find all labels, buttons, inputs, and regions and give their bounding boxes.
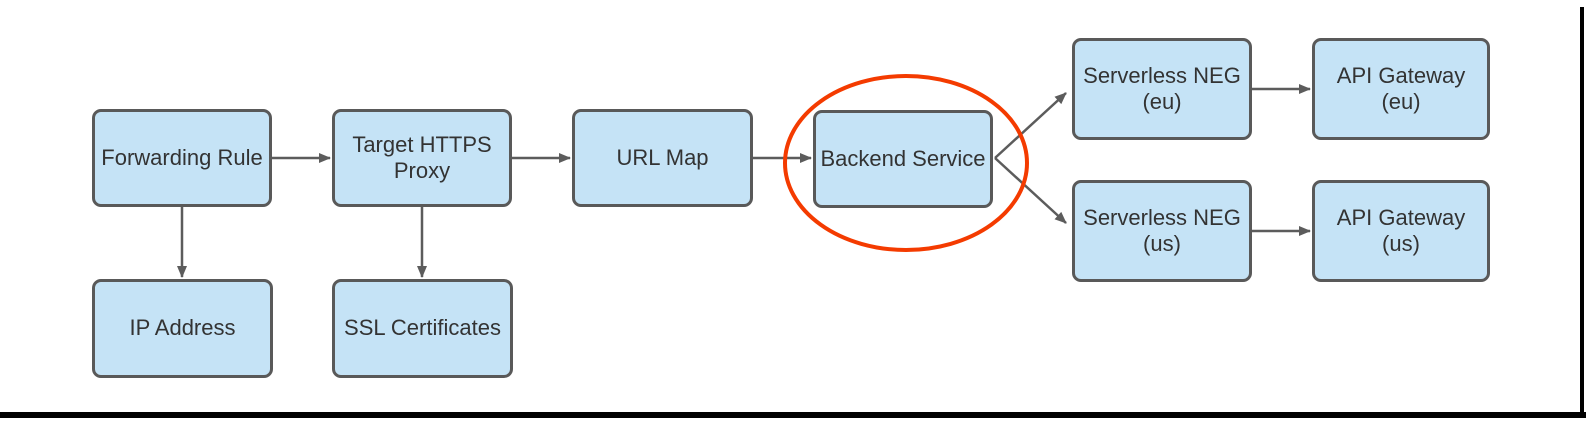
- node-ssl-certificates: SSL Certificates: [332, 279, 513, 378]
- arrow-backend-service-to-serverless-neg-us: [994, 157, 1067, 224]
- node-target-https-proxy: Target HTTPS Proxy: [332, 109, 512, 207]
- arrow-backend-service-to-serverless-neg-eu: [994, 92, 1067, 159]
- node-url-map: URL Map: [572, 109, 753, 207]
- node-serverless-neg-us: Serverless NEG (us): [1072, 180, 1252, 282]
- node-backend-service: Backend Service: [813, 110, 993, 208]
- node-api-gateway-us: API Gateway (us): [1312, 180, 1490, 282]
- node-forwarding-rule: Forwarding Rule: [92, 109, 272, 207]
- node-ip-address: IP Address: [92, 279, 273, 378]
- node-serverless-neg-eu: Serverless NEG (eu): [1072, 38, 1252, 140]
- node-api-gateway-eu: API Gateway (eu): [1312, 38, 1490, 140]
